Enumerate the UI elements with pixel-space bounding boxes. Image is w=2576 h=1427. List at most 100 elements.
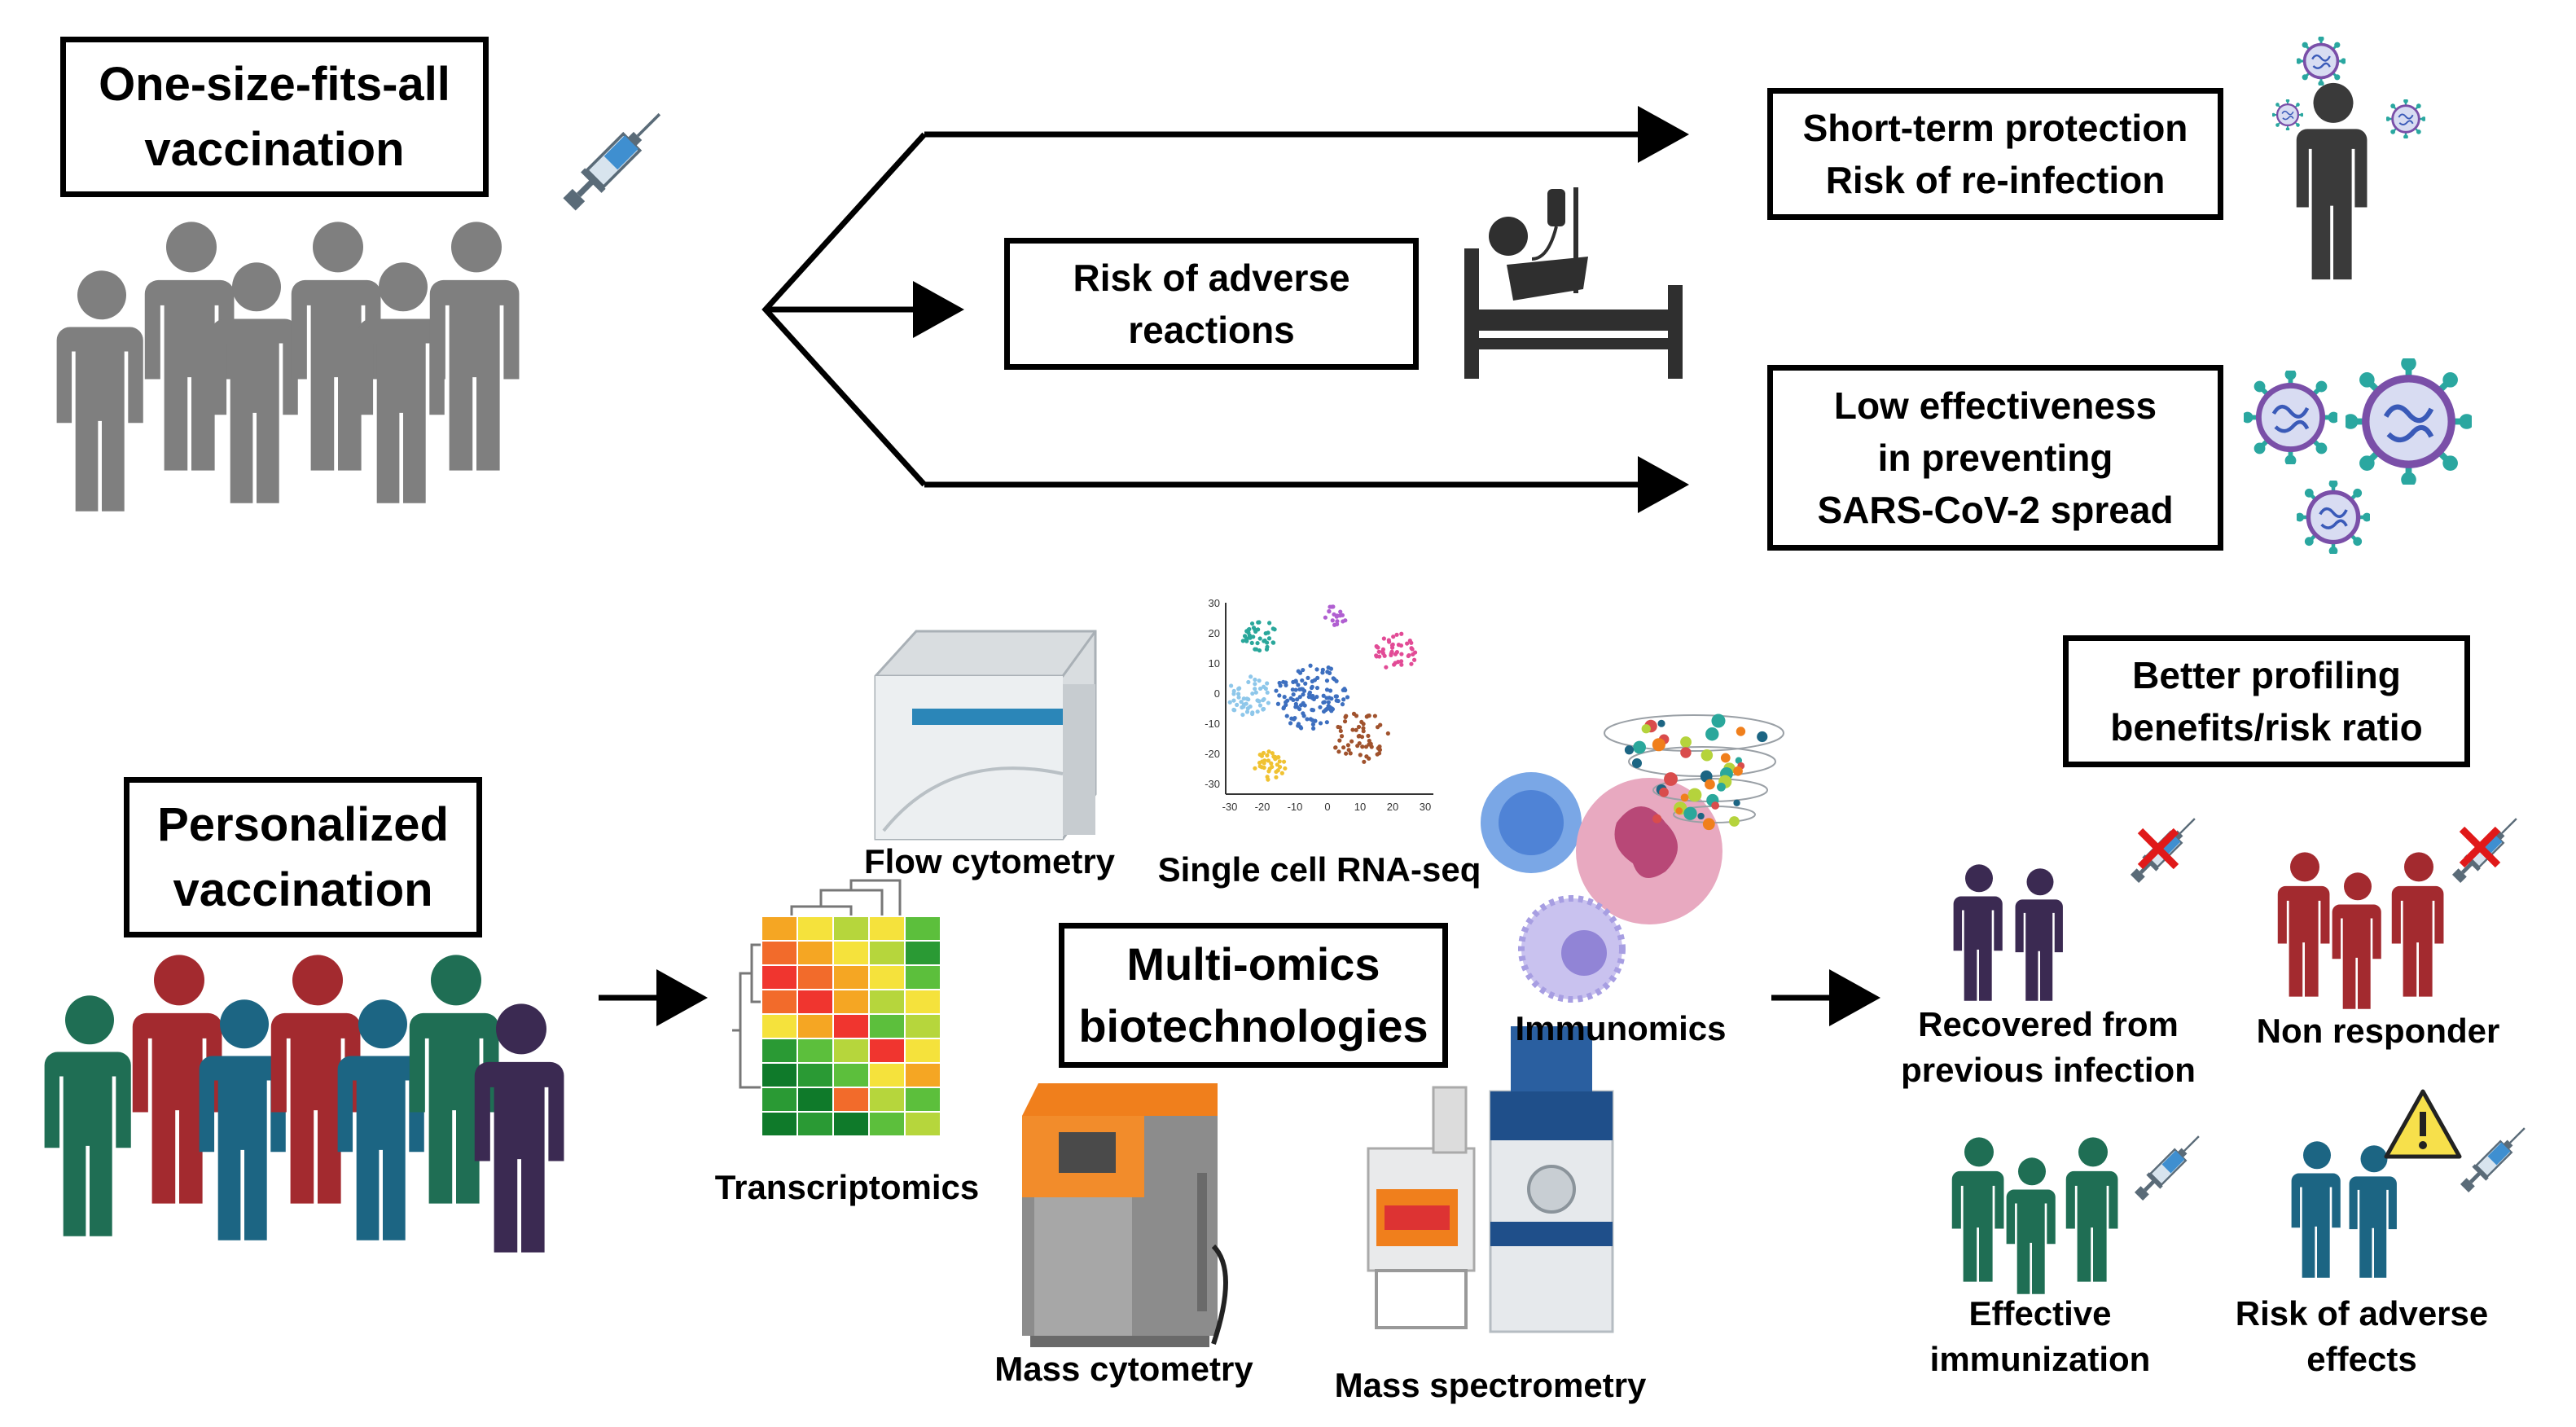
umap-point bbox=[1326, 700, 1331, 705]
umap-point bbox=[1248, 704, 1253, 709]
heatmap-cell bbox=[796, 940, 834, 966]
umap-point bbox=[1293, 678, 1298, 683]
heatmap-cell bbox=[832, 915, 870, 942]
umap-point bbox=[1247, 626, 1252, 632]
umap-point bbox=[1244, 636, 1249, 641]
risk-group-icon bbox=[2291, 1141, 2397, 1278]
cross-icon bbox=[2459, 826, 2501, 868]
immune-cells-icon bbox=[1481, 714, 1784, 1003]
umap-point bbox=[1250, 710, 1255, 715]
umap-point bbox=[1281, 679, 1286, 684]
umap-point bbox=[1275, 768, 1280, 773]
heatmap-cell bbox=[904, 915, 941, 942]
heatmap-cell bbox=[761, 1038, 798, 1064]
umap-point bbox=[1374, 653, 1379, 658]
umap-point bbox=[1337, 738, 1342, 743]
heatmap-cell bbox=[796, 964, 834, 990]
syringe-icon bbox=[2126, 810, 2203, 887]
umap-point bbox=[1330, 707, 1336, 712]
risk-adverse-effects-label: Risk of adverse effects bbox=[2235, 1294, 2489, 1378]
umap-point bbox=[1346, 748, 1351, 753]
recovered-group-icon bbox=[1953, 864, 2063, 1001]
umap-point bbox=[1341, 745, 1346, 750]
umap-point bbox=[1291, 692, 1296, 697]
umap-point bbox=[1251, 634, 1256, 639]
heatmap-cell bbox=[832, 1111, 870, 1137]
umap-point bbox=[1337, 613, 1343, 618]
umap-point bbox=[1381, 636, 1386, 641]
heatmap-cell bbox=[761, 1062, 798, 1088]
umap-point bbox=[1399, 631, 1404, 636]
umap-point bbox=[1348, 751, 1353, 756]
immunomics-dot bbox=[1680, 747, 1692, 758]
non-responder-label: Non responder bbox=[2256, 1012, 2500, 1050]
umap-point bbox=[1296, 683, 1301, 687]
immunomics-dot bbox=[1705, 727, 1719, 741]
heatmap-cell bbox=[904, 964, 941, 990]
heatmap-cell bbox=[832, 964, 870, 990]
umap-point bbox=[1406, 652, 1411, 658]
umap-point bbox=[1257, 636, 1262, 641]
umap-xtick: 20 bbox=[1387, 801, 1398, 813]
umap-point bbox=[1320, 667, 1325, 672]
umap-point bbox=[1265, 753, 1270, 757]
umap-point bbox=[1281, 706, 1286, 711]
umap-point bbox=[1298, 703, 1304, 708]
heatmap-cell bbox=[796, 1038, 834, 1064]
flow-cytometer-icon bbox=[874, 630, 1097, 841]
umap-point bbox=[1399, 662, 1404, 667]
umap-point bbox=[1393, 652, 1398, 656]
umap-point bbox=[1376, 649, 1381, 654]
umap-point bbox=[1327, 608, 1332, 614]
umap-point bbox=[1362, 759, 1367, 764]
heatmap-cell bbox=[796, 1111, 834, 1137]
umap-point bbox=[1324, 678, 1330, 683]
umap-point bbox=[1278, 683, 1283, 688]
umap-point bbox=[1300, 678, 1305, 683]
umap-point bbox=[1274, 688, 1279, 693]
umap-point bbox=[1240, 712, 1245, 718]
heatmap-cell bbox=[904, 1013, 941, 1039]
umap-point bbox=[1355, 744, 1360, 749]
umap-ytick: 10 bbox=[1209, 657, 1220, 670]
immunomics-dot bbox=[1702, 818, 1715, 831]
immunomics-dot bbox=[1641, 724, 1651, 734]
umap-point bbox=[1244, 701, 1249, 706]
umap-point bbox=[1257, 648, 1262, 653]
umap-point bbox=[1343, 714, 1348, 719]
umap-point bbox=[1257, 760, 1262, 766]
umap-point bbox=[1284, 714, 1289, 718]
umap-point bbox=[1302, 703, 1307, 708]
umap-point bbox=[1231, 692, 1236, 696]
umap-point bbox=[1266, 758, 1270, 763]
immunomics-dot bbox=[1652, 814, 1662, 823]
immunomics-dot bbox=[1683, 806, 1697, 820]
immunomics-dot bbox=[1624, 745, 1635, 755]
heatmap-cell bbox=[761, 1087, 798, 1113]
single-cell-rnaseq-label: Single cell RNA-seq bbox=[1157, 850, 1481, 889]
umap-point bbox=[1409, 646, 1414, 651]
umap-ytick: 20 bbox=[1209, 627, 1220, 639]
umap-point bbox=[1257, 703, 1263, 708]
umap-point bbox=[1359, 719, 1364, 725]
umap-point bbox=[1331, 604, 1336, 609]
umap-point bbox=[1313, 718, 1318, 723]
multi-omics-box: Multi-omics biotechnologies bbox=[1059, 923, 1448, 1068]
umap-point bbox=[1390, 642, 1395, 647]
umap-point bbox=[1256, 620, 1261, 625]
virus-icon bbox=[2242, 369, 2340, 467]
umap-point bbox=[1360, 744, 1365, 749]
hospital-bed-icon bbox=[1464, 187, 1683, 379]
umap-point bbox=[1380, 649, 1385, 654]
umap-xtick: -30 bbox=[1222, 801, 1238, 813]
umap-point bbox=[1256, 627, 1261, 632]
heatmap-cell bbox=[904, 1087, 941, 1113]
heatmap-cell bbox=[868, 964, 906, 990]
umap-point bbox=[1409, 661, 1414, 666]
umap-point bbox=[1308, 717, 1313, 722]
umap-point bbox=[1393, 661, 1398, 665]
immunomics-dot bbox=[1659, 787, 1669, 797]
umap-point bbox=[1293, 687, 1298, 692]
immunomics-dot bbox=[1733, 766, 1743, 776]
umap-point bbox=[1241, 696, 1246, 701]
